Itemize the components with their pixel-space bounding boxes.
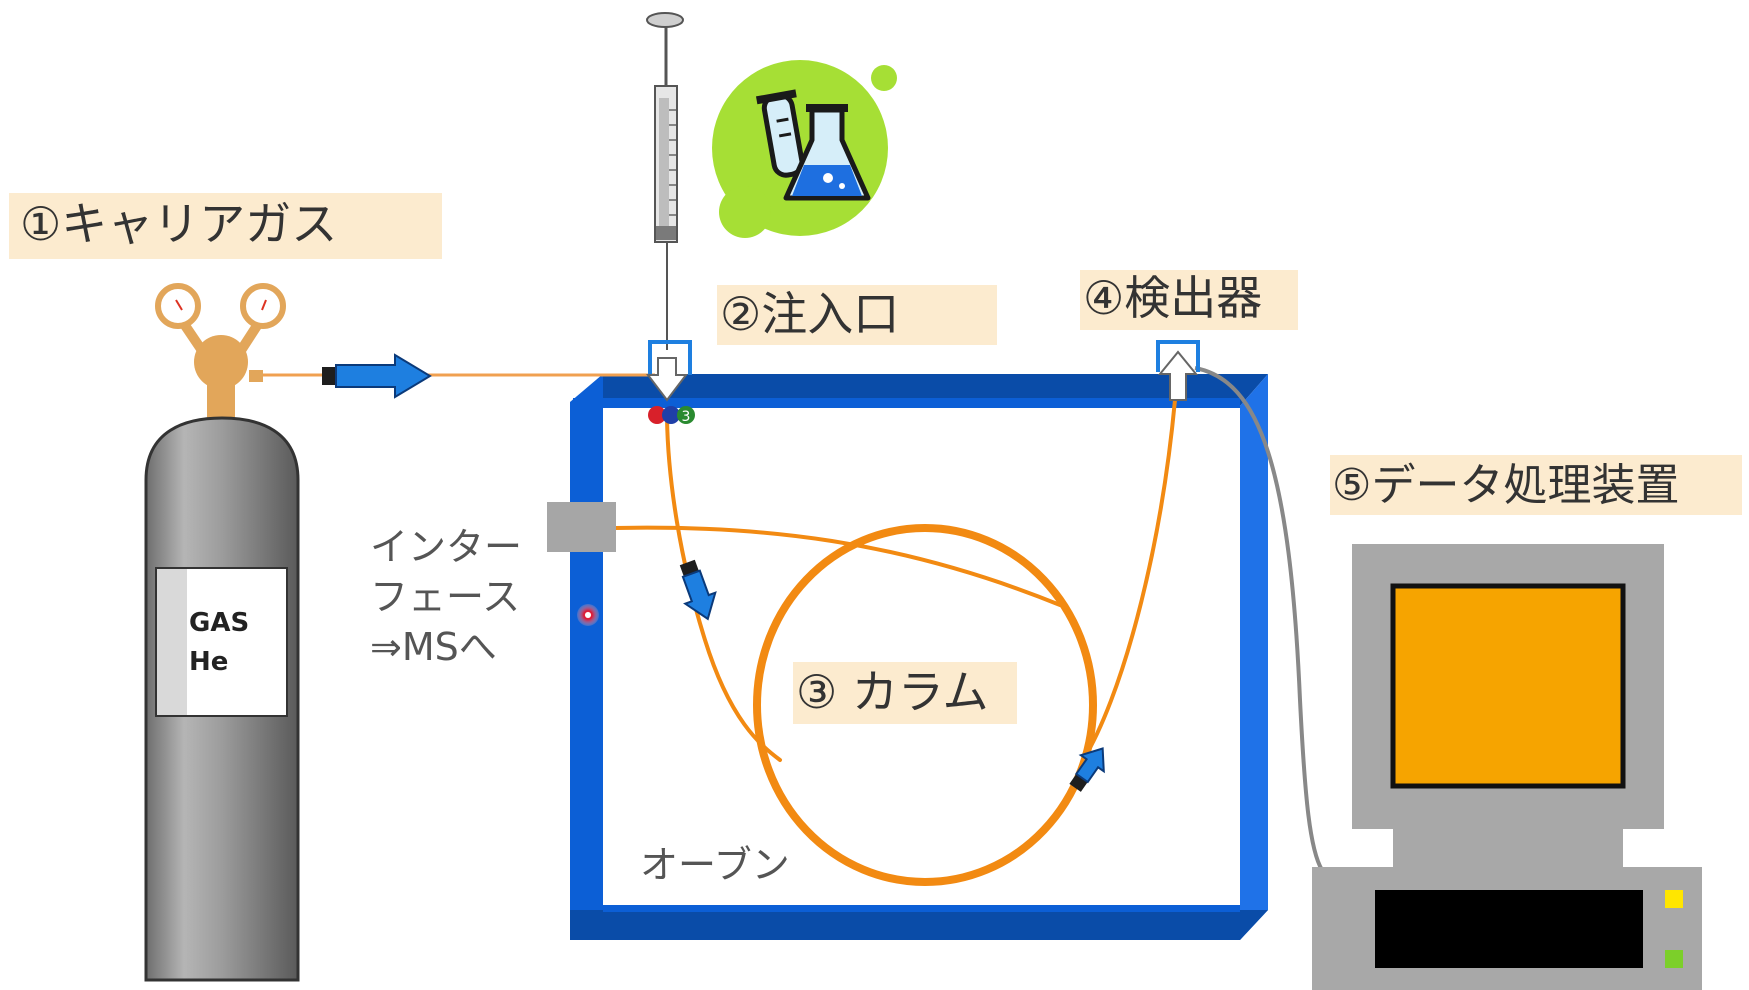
label-carrier-gas: ①キャリアガス [9, 193, 442, 259]
label-injection-port-text: ②注入口 [720, 287, 899, 341]
label-detector: ④検出器 [1080, 270, 1298, 330]
gas-cylinder-icon: GAS He [144, 283, 300, 982]
syringe-icon [646, 12, 684, 243]
label-interface-line3: ⇒MSへ [370, 625, 497, 669]
disk-drive [1375, 890, 1643, 968]
label-carrier-gas-text: ①キャリアガス [20, 197, 337, 251]
status-light [1665, 950, 1683, 968]
column-tubing [613, 398, 1177, 886]
interface-box [547, 502, 616, 552]
sample-marker-3 [677, 406, 695, 424]
cylinder-label-line1: GAS [189, 608, 249, 638]
label-column: ③ カラム [793, 662, 1017, 724]
column-coil [753, 524, 1097, 886]
sample-marker-3-label: 3 [682, 409, 691, 425]
label-data-processor-text: ⑤データ処理装置 [1332, 460, 1679, 511]
label-data-processor: ⑤データ処理装置 [1330, 455, 1742, 515]
detector-port [1156, 340, 1200, 401]
monitor-screen [1390, 583, 1626, 789]
lab-glassware-icon [712, 60, 897, 238]
label-oven: オーブン [640, 843, 790, 887]
flow-arrow-icon [1069, 747, 1105, 792]
label-interface-line1: インター [370, 525, 522, 569]
injection-port: 3 [645, 340, 695, 425]
flow-arrow-icon [679, 559, 717, 621]
data-cable [1194, 366, 1324, 872]
interface-line [613, 525, 1062, 607]
label-detector-text: ④検出器 [1083, 271, 1262, 325]
label-injection-port: ②注入口 [717, 285, 997, 345]
column-outlet-line [1081, 398, 1177, 762]
label-interface: インター フェース ⇒MSへ [370, 525, 522, 669]
pressure-gauge-icon [155, 283, 286, 358]
flow-arrow-icon [322, 353, 432, 399]
cylinder-label-line2: He [189, 647, 228, 677]
computer-icon [1312, 544, 1702, 990]
label-interface-line2: フェース [370, 575, 520, 619]
power-light [1665, 890, 1683, 908]
sample-marker-2 [662, 406, 680, 424]
sample-marker-1 [648, 406, 666, 424]
column-inlet-line [665, 416, 782, 762]
label-column-text: ③ カラム [796, 665, 988, 719]
